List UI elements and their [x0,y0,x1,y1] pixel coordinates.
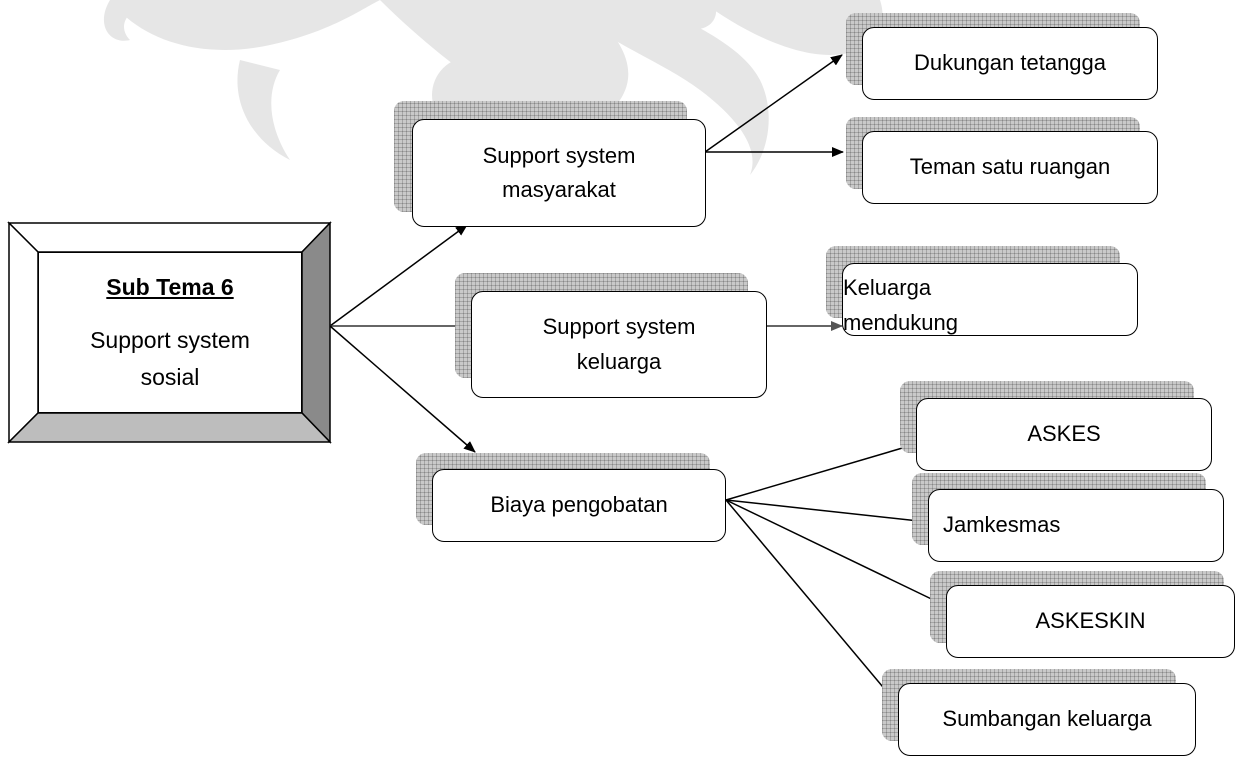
root-title: Sub Tema 6 [106,274,234,301]
node-askes: ASKES [916,398,1212,471]
edge-biaya-jamkesmas [725,499,929,526]
root-line-1: Support system [90,327,250,354]
connectors [329,54,947,706]
node-label: ASKES [1027,421,1101,447]
edge-biaya-askes [725,442,917,501]
edge-root-masyarakat [329,224,468,327]
node-label: Dukungan tetangga [913,50,1107,76]
node-support-keluarga: Support system keluarga [471,291,767,398]
node-biaya-pengobatan: Biaya pengobatan [432,469,726,542]
node-line: mendukung [843,309,958,335]
root-line-2: sosial [140,363,200,390]
node-label: Teman satu ruangan [909,154,1111,180]
node-support-masyarakat: Support system masyarakat [412,119,706,227]
node-askeskin: ASKESKIN [946,585,1235,658]
root-frame [7,221,332,444]
node-line: Support system [482,142,636,168]
watermark-ornament [103,0,883,175]
node-label: Biaya pengobatan [490,492,668,518]
root-node: Sub Tema 6 Support system sosial [38,252,302,413]
node-teman-satu-ruangan: Teman satu ruangan [862,131,1158,204]
node-label: Sumbangan keluarga [942,706,1152,732]
node-dukungan-tetangga: Dukungan tetangga [862,27,1158,100]
node-label: Jamkesmas [943,512,1061,538]
node-sumbangan-keluarga: Sumbangan keluarga [898,683,1196,756]
node-keluarga-mendukung: Keluarga mendukung [842,263,1138,336]
edge-masyarakat-tetangga [704,54,843,153]
node-line: masyarakat [502,177,616,202]
edge-root-biaya [329,325,476,453]
node-line: Support system [542,314,696,340]
node-jamkesmas: Jamkesmas [928,489,1224,562]
node-line: keluarga [576,348,662,374]
edge-biaya-askeskin [725,499,947,607]
node-label: ASKESKIN [1035,608,1146,634]
edge-biaya-sumbangan [725,499,899,706]
node-line: Keluarga [843,275,932,301]
